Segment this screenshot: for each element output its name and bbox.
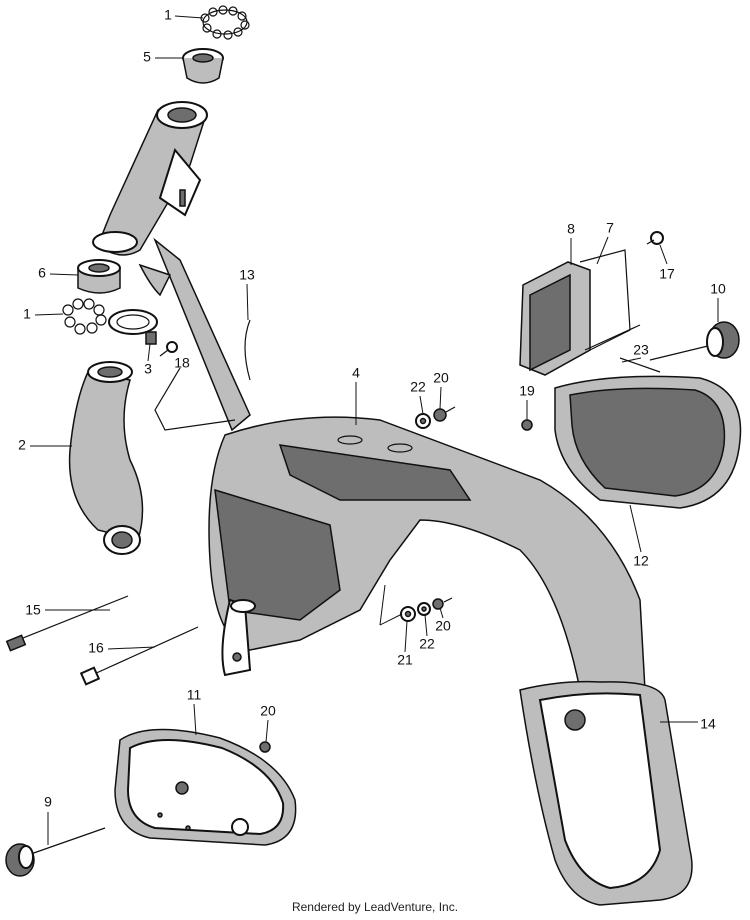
callout-5: 5 (143, 49, 151, 65)
footer-credit: Rendered by LeadVenture, Inc. (291, 900, 459, 914)
callout-19: 19 (519, 383, 535, 399)
part-1-bearing-balls-top (200, 5, 250, 40)
part-14-rear-fender (519, 680, 693, 906)
callout-4: 4 (352, 365, 360, 381)
leader-lines (30, 15, 719, 845)
part-11-left-side-cover (114, 728, 297, 846)
callout-16: 16 (88, 640, 104, 656)
steering-head-tube (92, 101, 251, 432)
part-15-long-bolt (5, 595, 129, 652)
part-3-clamp-band (108, 309, 158, 345)
callout-18: 18 (174, 355, 190, 371)
callout-22: 22 (419, 636, 435, 652)
part-17-screw (646, 231, 664, 245)
callout-8: 8 (567, 221, 575, 237)
callout-22: 22 (410, 379, 426, 395)
part-19-nut (521, 419, 533, 431)
callout-7: 7 (606, 220, 614, 236)
part-10-knob-bolt (649, 321, 740, 361)
part-4-main-frame (208, 416, 646, 691)
part-13-cable-bracket (154, 319, 251, 431)
callout-23: 23 (633, 342, 649, 358)
part-7-battery-bracket (579, 249, 641, 351)
callout-13: 13 (239, 267, 255, 283)
callout-21: 21 (397, 652, 413, 668)
part-8-battery-box (519, 261, 591, 376)
callout-11: 11 (187, 687, 202, 703)
callout-14: 14 (700, 716, 716, 732)
callout-1: 1 (23, 306, 31, 322)
callout-17: 17 (659, 266, 675, 282)
part-16-long-bolt (79, 626, 199, 686)
part-18-screw (159, 341, 178, 357)
hardware-washers-upper (415, 406, 456, 429)
callout-12: 12 (633, 553, 649, 569)
callout-10: 10 (710, 281, 726, 297)
callout-2: 2 (18, 437, 26, 453)
callout-3: 3 (144, 361, 152, 377)
part-5-cone-race (182, 48, 224, 84)
part-23-bolt (619, 357, 661, 373)
callout-1: 1 (164, 7, 172, 23)
callout-20: 20 (260, 703, 276, 719)
callout-20: 20 (433, 370, 449, 386)
callout-9: 9 (44, 794, 52, 810)
part-6-lock-nut (77, 259, 121, 294)
callout-6: 6 (38, 265, 46, 281)
part-1-bearing-balls-lower (62, 298, 107, 335)
part-12-right-side-cover (554, 375, 742, 509)
callout-20: 20 (435, 618, 451, 634)
callout-15: 15 (25, 602, 41, 618)
part-9-knob-bolt (5, 827, 106, 877)
part-20-nut-lower (259, 741, 271, 753)
part-2-air-duct (68, 361, 144, 555)
